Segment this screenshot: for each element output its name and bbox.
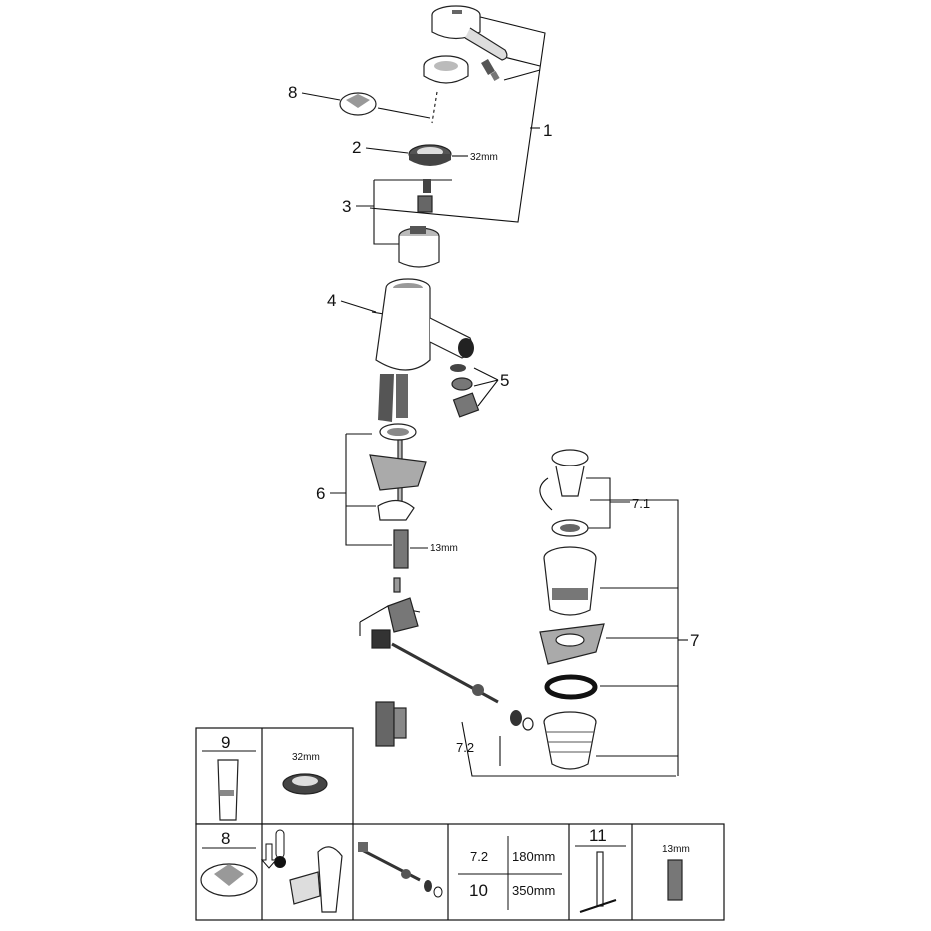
callout-8: 8 (288, 83, 297, 102)
callout-7-1: 7.1 (632, 496, 650, 511)
legend-9-dimension: 32mm (292, 752, 320, 763)
table-row2-value: 350mm (512, 883, 555, 898)
ring-dimension: 32mm (470, 152, 498, 163)
callout-3-group: 3 (342, 179, 452, 268)
cartridge-nut-dimension: 13mm (430, 543, 458, 554)
lever-icon (289, 846, 343, 913)
callout-8-group: 8 (288, 83, 431, 119)
callout-7-1-group: 7.1 (586, 477, 650, 529)
handle-ring-part (423, 55, 469, 84)
legend-8: 8 (221, 829, 230, 848)
callout-2: 2 (352, 138, 361, 157)
waste-parts (539, 449, 605, 770)
callout-7-2-group: 7.2 (456, 721, 676, 777)
callout-5: 5 (500, 371, 509, 390)
table-row1-value: 180mm (512, 849, 555, 864)
callout-7: 7 (690, 631, 699, 650)
table-row2-code: 10 (469, 881, 488, 900)
callout-4: 4 (327, 291, 336, 310)
callout-5-group: 5 (450, 364, 509, 418)
legend-box: 9 32mm 8 (195, 727, 725, 921)
callout-7-2: 7.2 (456, 740, 474, 755)
callout-6-group: 6 13mm (316, 423, 458, 569)
legend-13mm: 13mm (662, 844, 690, 855)
down-arrow-icon (260, 843, 278, 869)
callout-3: 3 (342, 197, 351, 216)
legend-9: 9 (221, 733, 230, 752)
callout-6: 6 (316, 484, 325, 503)
callout-7-group: 7 (590, 499, 699, 776)
set-screw-part (481, 58, 500, 81)
temperature-icon (274, 829, 286, 868)
legend-11: 11 (589, 826, 607, 845)
callout-1-group: 1 (369, 13, 552, 223)
callout-4-group: 4 (327, 278, 474, 422)
table-row1-code: 7.2 (470, 849, 488, 864)
pop-up-rod-group (359, 577, 534, 747)
callout-2-group: 2 32mm (352, 138, 498, 166)
callout-1: 1 (543, 121, 552, 140)
handle-part (431, 5, 508, 61)
rod-icon (358, 842, 443, 898)
